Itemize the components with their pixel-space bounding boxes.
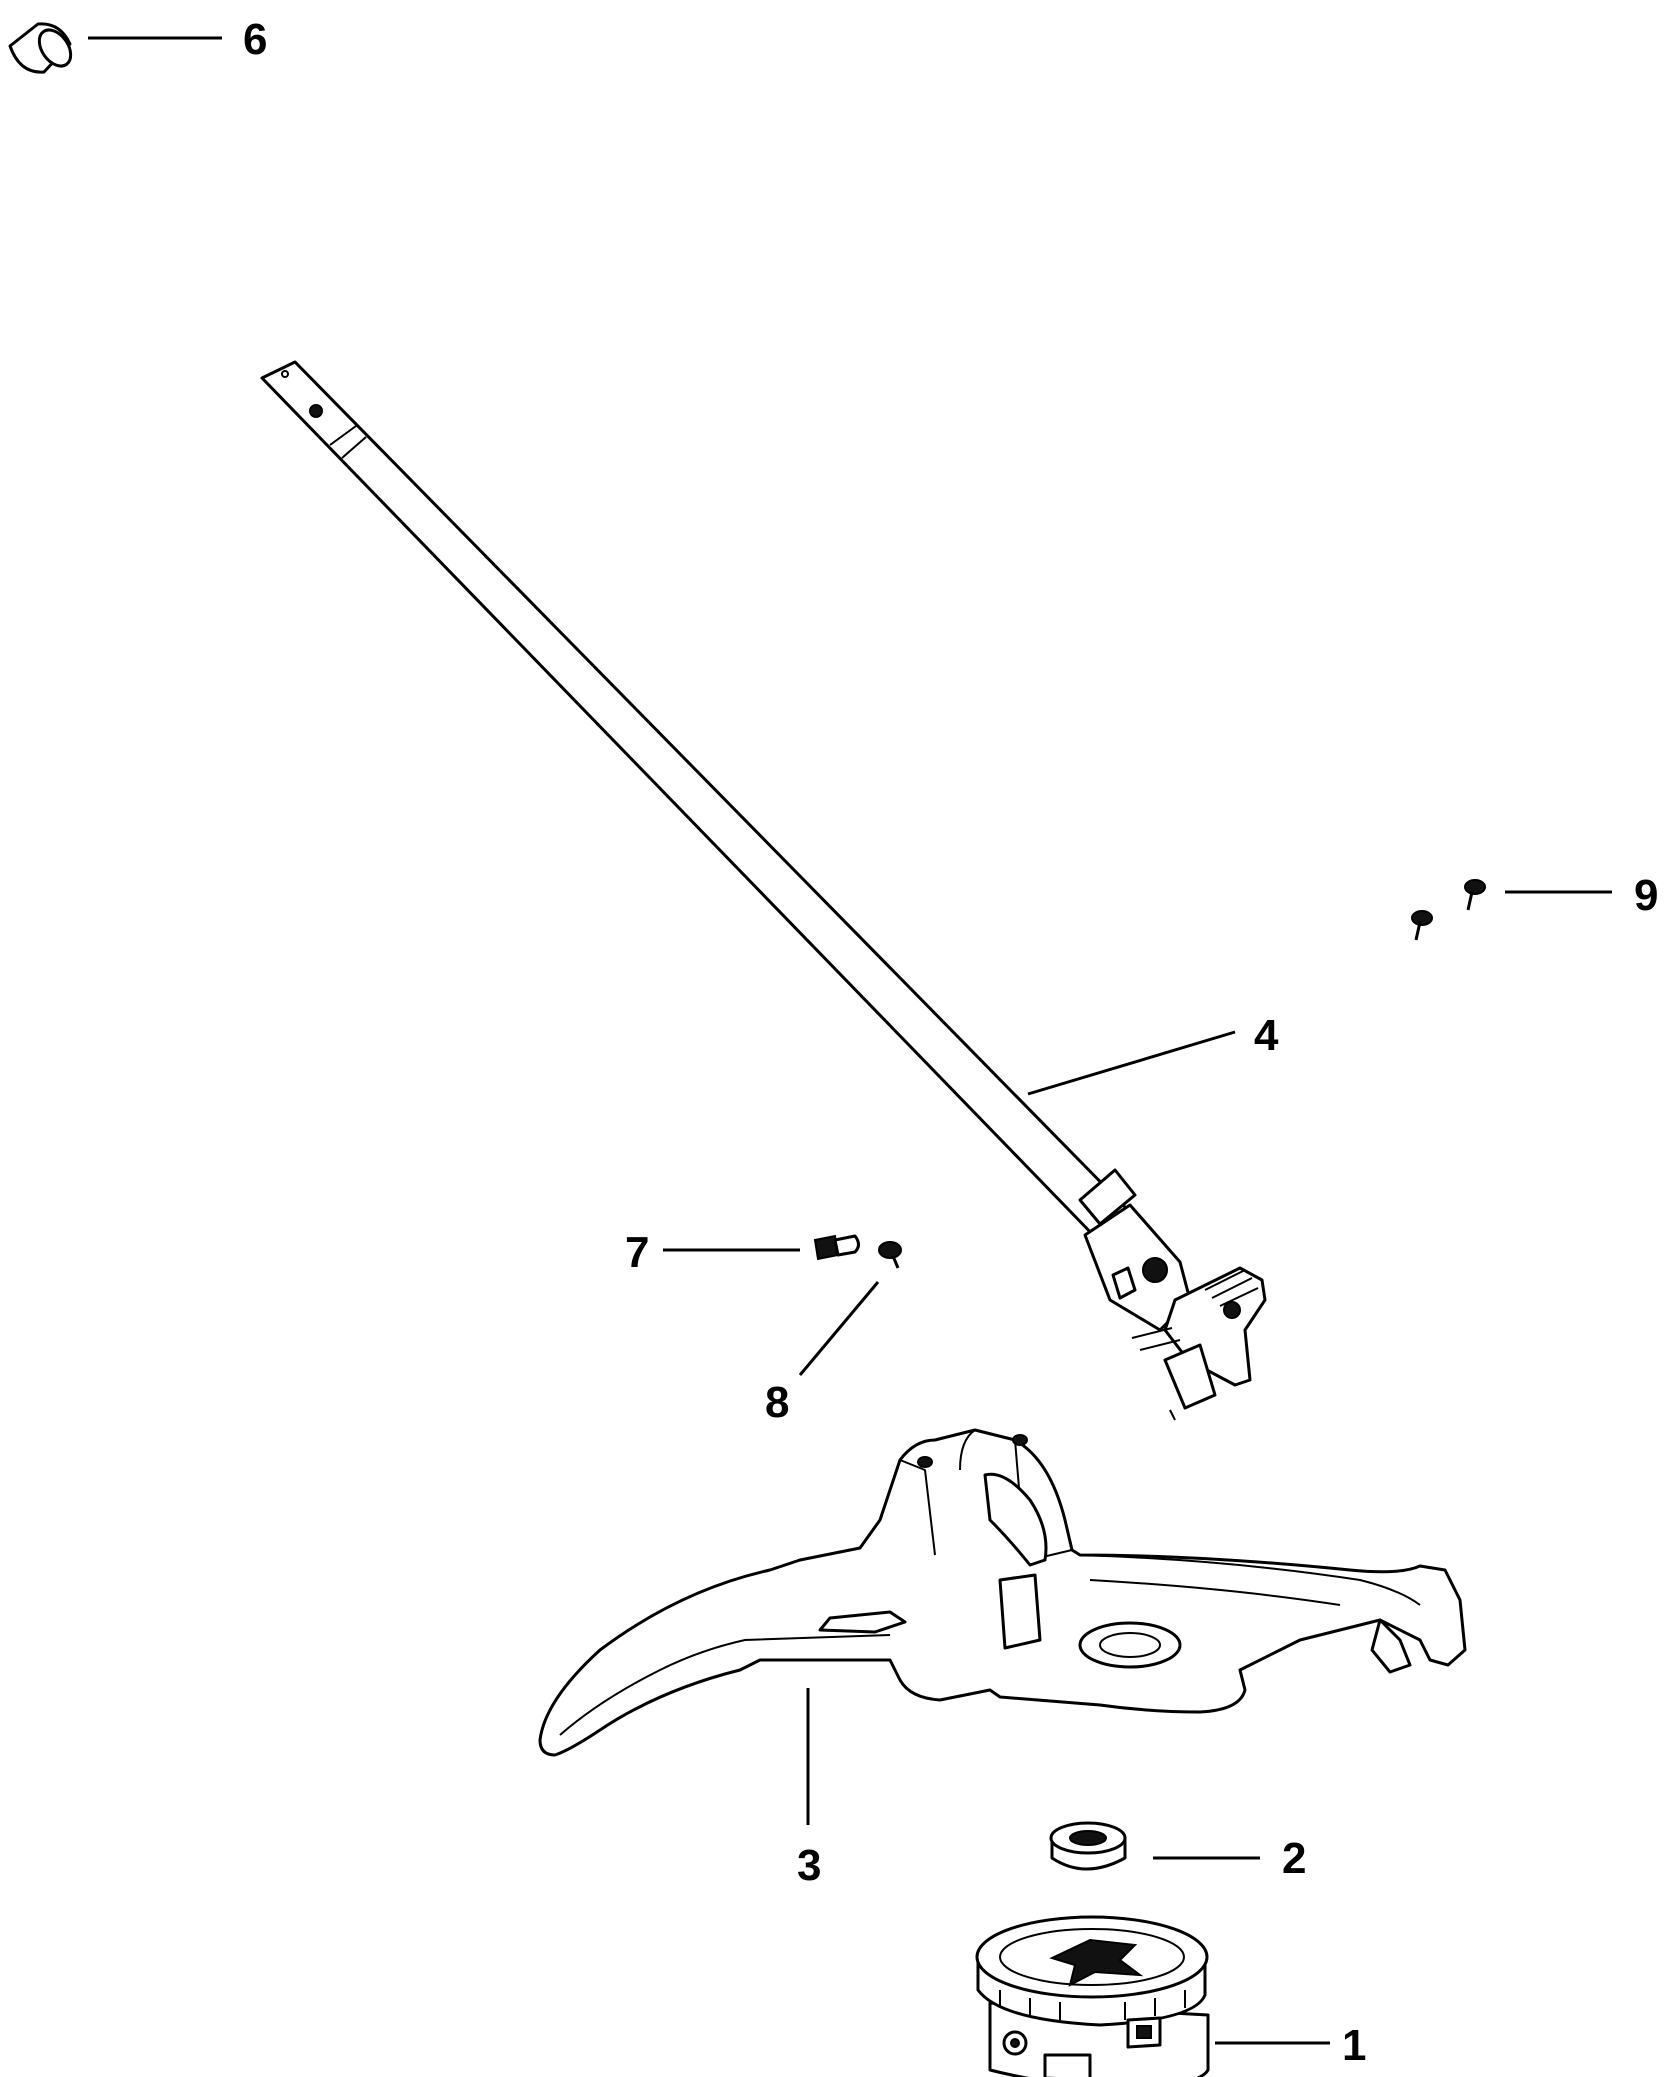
callout-1: 1 [1342,2021,1366,2070]
callout-2: 2 [1282,1834,1306,1883]
part-1-trimmer-head: 1 [975,1915,1366,2077]
callout-3: 3 [797,1841,821,1890]
callout-4: 4 [1254,1011,1279,1060]
part-8-screw: 8 [765,1241,902,1427]
callout-6: 6 [243,15,267,64]
part-3-guard: 3 [538,1428,1467,1890]
callout-7: 7 [625,1228,649,1277]
leader-line-4 [1027,1030,1236,1096]
part-6-sleeve: 6 [8,15,267,74]
part-2-bearing: 2 [1049,1821,1306,1883]
part-4-shaft: 4 [260,360,1279,1421]
callout-9: 9 [1634,871,1658,920]
leader-line-8 [798,1281,880,1376]
part-9-screws: 9 [1411,871,1658,941]
part-7-bolt: 7 [625,1228,860,1277]
callout-8: 8 [765,1378,789,1427]
